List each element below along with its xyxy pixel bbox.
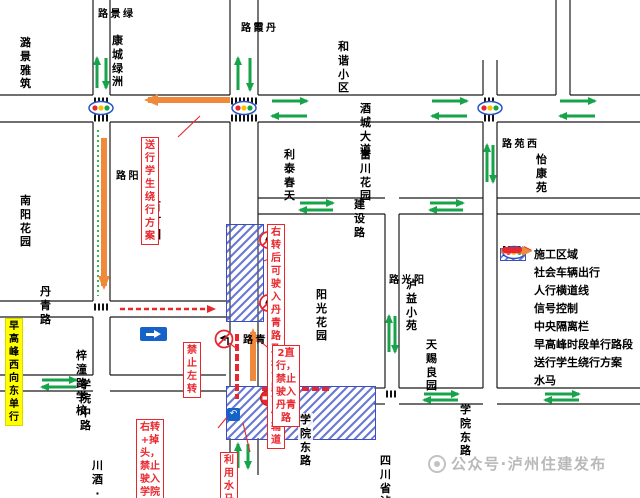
legend-item: 早高峰时段单行路段 [500, 246, 638, 353]
traffic-signal-icon [477, 100, 503, 116]
legend-item: 中央隔离栏 [500, 248, 638, 335]
one-way-sign-icon [140, 327, 167, 341]
road-lines [0, 0, 640, 475]
area-label-yikang-yuan: 怡康苑 [536, 153, 547, 194]
legend-label: 施工区域 [534, 248, 578, 261]
u-turn-sign-icon: ↶ [227, 408, 240, 421]
legend-item: 社会车辆出行 [500, 246, 638, 281]
road-label-xiyuan-road: 西苑路 [499, 138, 536, 149]
area-label-tianci-liangyuan: 天赐良园 [426, 338, 437, 393]
one-way-arrow-head [154, 330, 161, 338]
construction-zone-central [226, 224, 264, 322]
legend-label: 人行横道线 [534, 284, 589, 297]
road-label-xueyuan-middle-road: 学院中路 [80, 378, 91, 433]
legend-label: 社会车辆出行 [534, 266, 600, 279]
area-label-fuchuan-garden: 富川花园 [360, 148, 371, 203]
legend-item: 信号控制 [500, 245, 638, 317]
legend-item: 送行学生绕行方案 [500, 246, 638, 371]
legend-label: 送行学生绕行方案 [534, 356, 622, 369]
callout-early-peak-oneway: 早高峰西向东单行 [5, 318, 23, 426]
road-label-xueyuan-east-road-west: 学院东路 [298, 413, 313, 468]
legend: 施工区域 社会车辆出行 人行横道线 信号控制 中央隔离栏 [500, 245, 638, 389]
area-label-yangguang-garden: 阳光花园 [316, 288, 327, 343]
area-label-nanyang-garden: 南阳花园 [20, 194, 31, 249]
area-label-zitonglu-school: 梓潼路学校 [76, 349, 87, 417]
road-label-jiucheng-avenue: 酒城大道 [360, 102, 371, 157]
road-label-lvjing-road: 绿景路 [95, 8, 132, 19]
student-detour-arrows [98, 94, 259, 381]
green-traffic-arrows [40, 56, 597, 470]
callout-shuima-uturn-lane: 利用水马隔离出 掉头专用车道 [220, 452, 238, 498]
area-label-chuanjiu-qilin: 川酒·麒麟路 [92, 459, 103, 498]
legend-label: 水马 [534, 374, 556, 387]
road-label-yangguang-road: 阳光路 [386, 274, 423, 285]
area-label-shiyan-school: 四川省泸州市 实验中学 [380, 454, 391, 498]
watermark-logo-icon [428, 454, 446, 473]
area-label-kangcheng-lvzhou: 康城绿洲 [112, 34, 123, 89]
road-label-xueyuan-east-road: 学院东路 [460, 403, 471, 458]
road-label-jianshe-road: 建设路 [354, 198, 365, 239]
legend-label: 早高峰时段单行路段 [534, 338, 633, 351]
watermark-text: 公众号·泸州住建发布 [451, 455, 607, 473]
traffic-signal-icon [231, 100, 257, 116]
legend-label: 信号控制 [534, 302, 578, 315]
area-label-lujing-yazhu: 潞景雅筑 [20, 36, 31, 91]
road-label-danxia-road: 丹霞路 [238, 22, 275, 33]
traffic-signal-icon [88, 100, 114, 116]
one-way-arrow-bar [146, 332, 154, 336]
no-left-turn-sign-icon [214, 329, 234, 349]
area-label-luyi-xiaoyuan: 泸益小苑 [406, 278, 417, 333]
callout-no-left-turn: 禁止左转 [183, 342, 201, 398]
area-label-litai-chuntian: 利泰春天 [284, 148, 295, 203]
legend-item: 水马 [500, 247, 638, 389]
road-label-danqing-road-west: 丹青路 [40, 285, 51, 326]
watermark: 公众号·泸州住建发布 [428, 453, 607, 474]
area-label-hexie-community: 和谐小区 [338, 40, 349, 95]
callout-right-uturn-no-xueyuan: 右转+掉头，禁止 驶入学院东路 [136, 419, 164, 498]
callout-student-detour: 送行学生绕行方案 [141, 137, 159, 245]
legend-label: 中央隔离栏 [534, 320, 589, 333]
legend-item: 人行横道线 [500, 246, 638, 299]
callout-straight-no-danqing: 2直行，禁止 驶入丹青路 [272, 345, 300, 427]
